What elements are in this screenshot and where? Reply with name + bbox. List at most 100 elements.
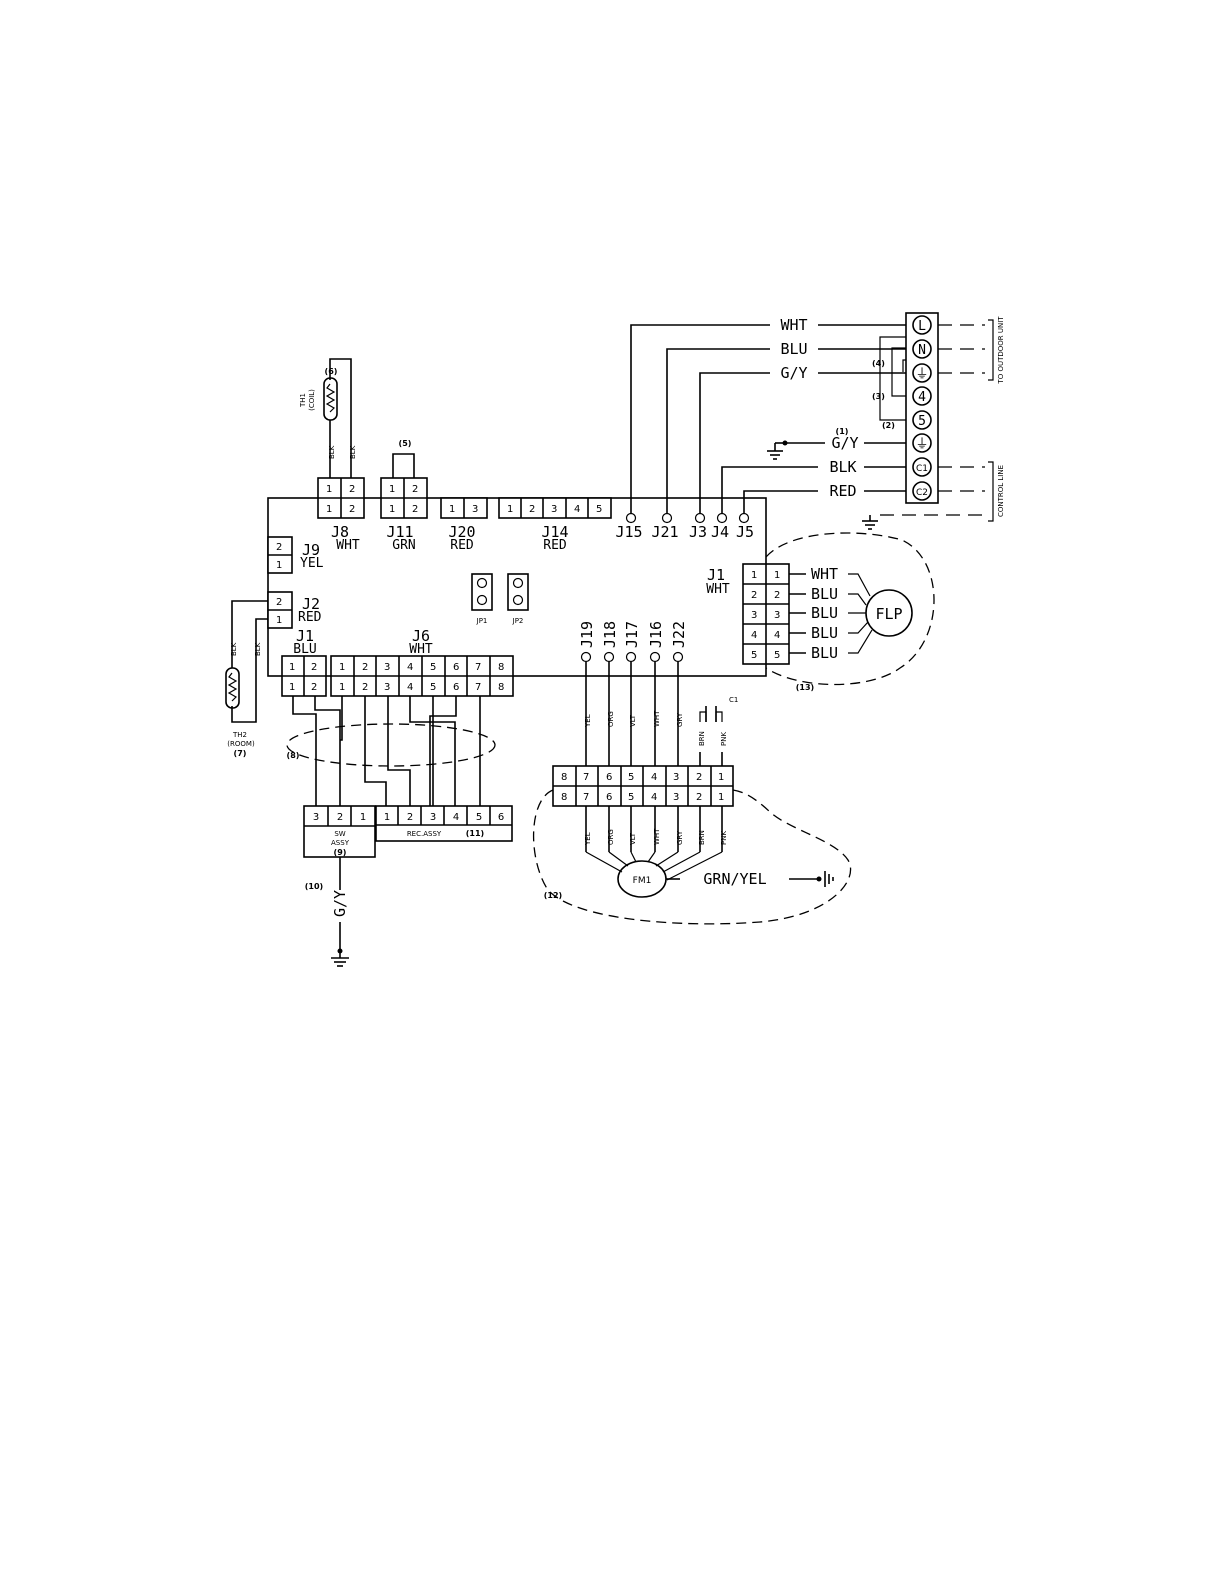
svg-text:2: 2 [337, 812, 343, 823]
capacitor-label: C1 [729, 696, 738, 704]
svg-text:C2: C2 [916, 488, 928, 498]
svg-text:BRN: BRN [698, 830, 706, 845]
svg-text:1: 1 [276, 560, 282, 571]
ground-label: G/Y [331, 890, 349, 917]
field-wiring-dashes: TO OUTDOOR UNIT CONTROL LINE [862, 316, 1005, 530]
svg-text:J5: J5 [736, 523, 754, 541]
svg-text:6: 6 [453, 662, 459, 673]
ref-3: (3) [872, 392, 885, 401]
svg-text:8: 8 [498, 662, 504, 673]
svg-text:VLT: VLT [629, 832, 637, 845]
svg-text:WHT: WHT [653, 828, 661, 845]
j2-color: RED [298, 610, 322, 625]
j8-name: J8 [331, 523, 349, 541]
svg-text:2: 2 [311, 682, 317, 693]
ref-11: (11) [466, 829, 484, 838]
svg-text:5: 5 [476, 812, 482, 823]
svg-text:1: 1 [339, 662, 345, 673]
j2-name: J2 [302, 595, 320, 613]
svg-text:ORG: ORG [607, 711, 615, 727]
svg-text:4: 4 [651, 792, 657, 803]
svg-text:BLU: BLU [811, 624, 838, 642]
ref-13: (13) [796, 683, 814, 692]
svg-text:BRN: BRN [698, 731, 706, 746]
svg-text:2: 2 [696, 792, 702, 803]
rec-assy: 1 2 3 4 5 6 REC.ASSY (11) [375, 805, 513, 842]
svg-text:YEL: YEL [584, 832, 592, 846]
wire-blu-label: BLU [780, 340, 807, 358]
svg-text:1: 1 [718, 772, 724, 783]
svg-text:2: 2 [276, 597, 282, 608]
svg-text:8: 8 [561, 772, 567, 783]
svg-text:3: 3 [313, 812, 319, 823]
flp-motor: WHT BLU BLU BLU BLU FLP (13) [765, 532, 935, 692]
svg-text:J15: J15 [615, 523, 642, 541]
svg-text:2: 2 [407, 812, 413, 823]
svg-text:4: 4 [574, 504, 580, 515]
svg-text:BLU: BLU [811, 644, 838, 662]
wire-blk-label: BLK [829, 458, 856, 476]
svg-text:REC.ASSY: REC.ASSY [407, 830, 442, 838]
svg-text:4: 4 [918, 390, 926, 405]
fm1-ground-label: GRN/YEL [703, 870, 766, 888]
svg-text:7: 7 [583, 772, 589, 783]
svg-text:8: 8 [498, 682, 504, 693]
svg-text:BLK: BLK [328, 445, 336, 459]
svg-text:2: 2 [751, 590, 757, 601]
outdoor-label: TO OUTDOOR UNIT [997, 316, 1005, 385]
svg-text:5: 5 [774, 650, 780, 661]
svg-text:ASSY: ASSY [331, 839, 350, 847]
ref-8: (8) [287, 751, 300, 760]
svg-text:3: 3 [430, 812, 436, 823]
svg-text:L: L [918, 319, 926, 334]
ref-7: (7) [234, 749, 247, 758]
svg-text:JP2: JP2 [512, 617, 524, 625]
jumper-jp1: JP1 [471, 573, 493, 625]
svg-text:SW: SW [334, 830, 345, 838]
svg-text:BLK: BLK [254, 642, 262, 656]
svg-text:1: 1 [276, 615, 282, 626]
svg-text:3: 3 [673, 792, 679, 803]
j1-wht-name: J1 [707, 566, 725, 584]
svg-text:3: 3 [384, 682, 390, 693]
svg-text:7: 7 [583, 792, 589, 803]
ref-2: (2) [882, 421, 895, 430]
svg-text:4: 4 [751, 630, 757, 641]
svg-text:2: 2 [529, 504, 535, 515]
svg-text:PNK: PNK [720, 732, 728, 746]
svg-text:WHT: WHT [653, 710, 661, 727]
svg-text:1: 1 [326, 504, 332, 515]
connector-j2: 2 1 J2 RED [267, 591, 322, 629]
svg-text:J3: J3 [689, 523, 707, 541]
svg-text:BLK: BLK [230, 642, 238, 656]
svg-text:N: N [918, 343, 926, 358]
svg-text:5: 5 [628, 792, 634, 803]
svg-text:4: 4 [453, 812, 459, 823]
svg-text:BLU: BLU [811, 604, 838, 622]
ref-5: (5) [399, 439, 412, 448]
svg-text:J16: J16 [647, 621, 665, 648]
terminal-block: L N ⏚ 4 5 ⏚ C1 C2 [905, 312, 939, 504]
svg-text:GRY: GRY [676, 830, 684, 845]
svg-text:(ROOM): (ROOM) [227, 740, 255, 748]
ref-9: (9) [334, 848, 347, 857]
connector-j9: 21 J9 YEL [267, 536, 324, 574]
svg-text:⏚: ⏚ [915, 367, 928, 382]
svg-text:7: 7 [475, 662, 481, 673]
ref-1: (1) [836, 427, 849, 436]
svg-text:6: 6 [606, 772, 612, 783]
j1-blu-name: J1 [296, 627, 314, 645]
svg-text:4: 4 [774, 630, 780, 641]
wire-red-label: RED [829, 482, 856, 500]
j6-name: J6 [412, 627, 430, 645]
svg-text:4: 4 [651, 772, 657, 783]
svg-text:J21: J21 [651, 523, 678, 541]
thermistor-th2: BLK BLK TH2 (ROOM) (7) [225, 600, 268, 758]
wire-gy-label: G/Y [780, 364, 807, 382]
svg-text:1: 1 [774, 570, 780, 581]
